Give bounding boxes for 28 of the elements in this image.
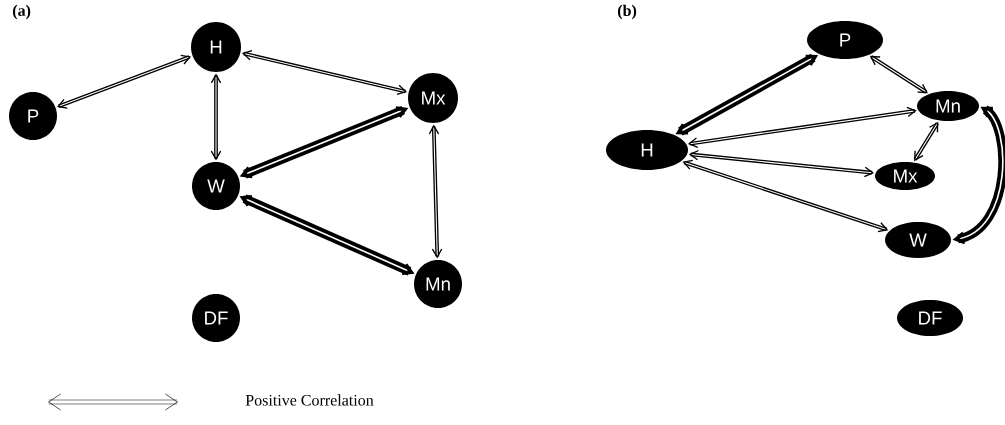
correlation-arrow: [869, 55, 928, 94]
correlation-arrow: [428, 124, 443, 259]
variable-node: DF: [897, 300, 963, 336]
correlation-arrow: [210, 73, 222, 161]
variable-node: DF: [192, 294, 240, 342]
panel-label: (a): [13, 4, 31, 20]
correlation-arrow: [687, 106, 917, 148]
variable-node: Mx: [408, 73, 458, 123]
variable-node: P: [807, 21, 883, 59]
variable-node: W: [885, 222, 951, 258]
legend-label: Positive Correlation: [245, 394, 374, 406]
variable-node: W: [192, 162, 240, 210]
correlation-arrow: [913, 121, 939, 162]
correlation-arrow: [239, 105, 409, 179]
correlation-arrow: [682, 159, 889, 233]
variable-node: H: [606, 130, 688, 170]
correlation-arrow: [675, 53, 819, 136]
correlation-arrow: [239, 194, 415, 276]
correlation-arrow: [952, 106, 1005, 245]
variable-node: Mn: [917, 91, 979, 121]
variable-node: Mn: [414, 260, 462, 308]
variable-node: H: [191, 22, 241, 72]
correlation-arrow: [241, 50, 408, 95]
variable-node: P: [9, 92, 57, 140]
correlation-arrow: [56, 54, 192, 109]
variable-node: Mx: [875, 162, 935, 190]
panel-label: (b): [618, 4, 637, 20]
correlation-arrow: [688, 149, 875, 178]
